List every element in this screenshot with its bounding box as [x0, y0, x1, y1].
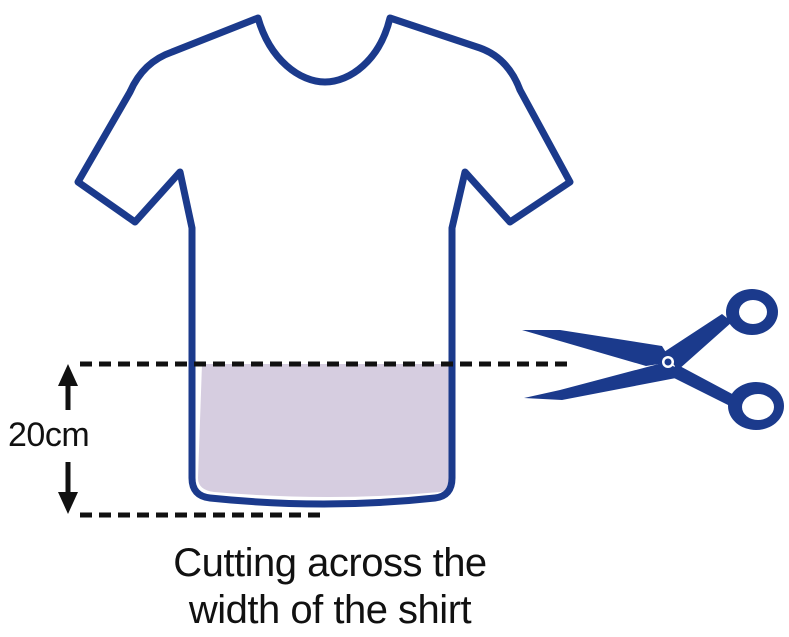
arrow-down-icon	[58, 462, 78, 514]
caption-line-2: width of the shirt	[100, 587, 560, 634]
arrow-up-icon	[58, 364, 78, 410]
scissors-icon	[522, 289, 784, 430]
measurement-label: 20cm	[8, 418, 89, 452]
caption-line-1: Cutting across the	[100, 540, 560, 587]
diagram-caption: Cutting across the width of the shirt	[100, 540, 560, 634]
cut-section-shading	[198, 364, 452, 497]
